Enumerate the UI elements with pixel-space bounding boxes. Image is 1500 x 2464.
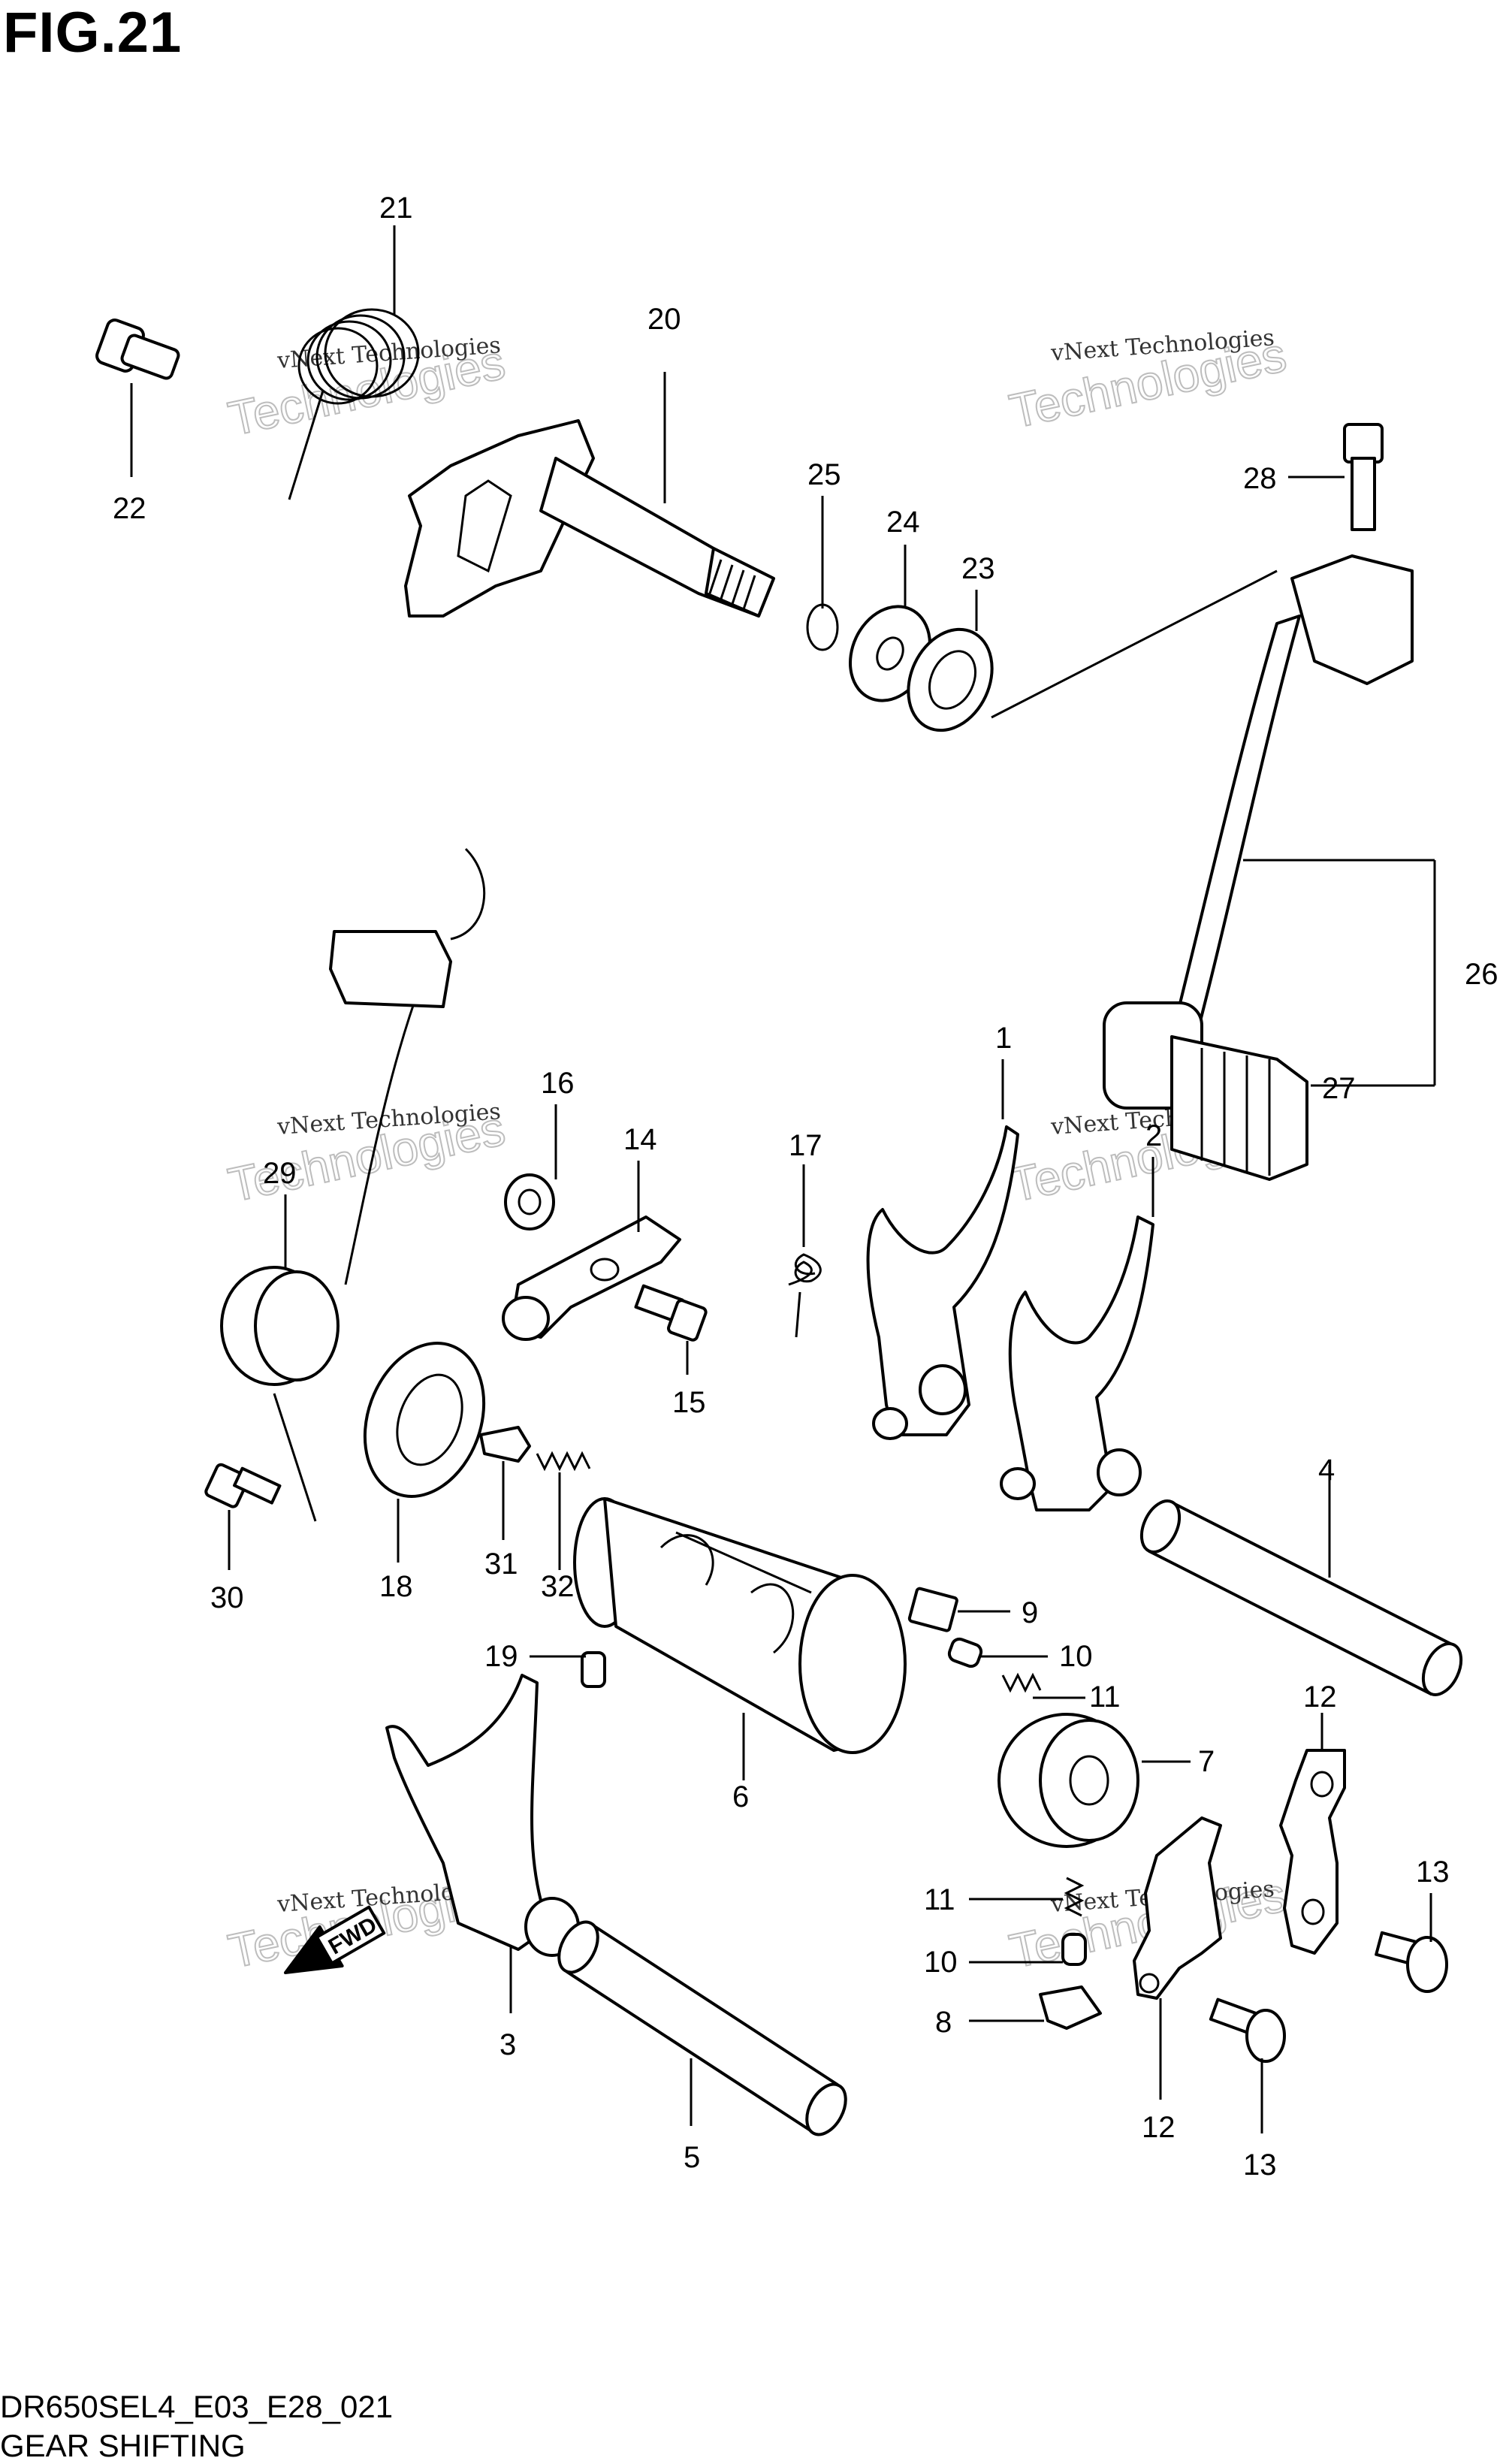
callout-13: 13: [1243, 2148, 1277, 2182]
callout-8: 8: [935, 2006, 952, 2039]
part-11-spring: [1001, 1672, 1042, 1693]
callout-11-lower: 11: [924, 1883, 955, 1916]
callout-numbers: 21 22 20 25 24 23 28 26 27 1 2 16 14 17 …: [113, 192, 1498, 2182]
part-22-drawing: [404, 419, 775, 618]
callout-6: 6: [732, 1780, 749, 1813]
leader-lines: [130, 225, 1432, 2133]
part-10-pin: [947, 1637, 983, 1668]
callout-3: 3: [499, 2028, 516, 2061]
part-11-lower-spring: [1064, 1877, 1085, 1917]
part-15-drawing: [1375, 1931, 1448, 1993]
callout-7: 7: [1198, 1745, 1215, 1778]
part-20-drawing: [363, 1342, 486, 1498]
figure-title: FIG.21: [3, 1, 183, 65]
part-1-fork: [866, 1125, 1019, 1440]
part-12-drawing: [1133, 1816, 1222, 2000]
callout-21: 19: [484, 1640, 518, 1673]
callout-14: 12: [1303, 1680, 1337, 1714]
part-25-seal: [907, 627, 994, 732]
callout-10-lower: 10: [924, 1946, 958, 1979]
callout-18: 16: [541, 1067, 575, 1100]
callout-27: 25: [807, 458, 841, 491]
callout-4: 4: [1318, 1454, 1335, 1487]
callout-19: 17: [789, 1129, 822, 1162]
callout-10: 10: [1059, 1640, 1093, 1673]
model-code: DR650SEL4_E03_E28_021: [0, 2389, 394, 2424]
callout-5: 5: [684, 2141, 700, 2174]
part-14-drawing: [1279, 1749, 1346, 1955]
callout-26: 24: [886, 506, 920, 539]
callout-24: 22: [113, 492, 146, 525]
part-5-shaft: [557, 1920, 847, 2136]
callout-12: 12: [1142, 2111, 1176, 2144]
part-29-drawing: [1170, 1035, 1308, 1181]
part-6-drawing: [573, 1497, 907, 1754]
callout-2: 2: [1145, 1119, 1162, 1152]
part-33-pin: [479, 1426, 531, 1463]
part-9-pin: [907, 1587, 958, 1632]
callout-31: 29: [263, 1157, 297, 1190]
callout-11: 11: [1089, 1680, 1121, 1714]
callout-30: 28: [1243, 462, 1277, 495]
callout-22: 20: [647, 303, 681, 336]
part-16-drawing: [502, 1215, 681, 1341]
callout-9: 9: [1022, 1596, 1038, 1629]
part-21-pin: [581, 1651, 606, 1688]
callout-15: 13: [1416, 1856, 1450, 1889]
part-32-drawing: [204, 1463, 282, 1508]
callout-34: 32: [541, 1570, 575, 1603]
callout-1: 1: [995, 1022, 1012, 1055]
part-18-washer: [504, 1173, 555, 1230]
callout-16: 14: [623, 1123, 657, 1156]
callout-20: 18: [379, 1570, 413, 1603]
part-31-drawing: [220, 847, 486, 1522]
part-7-drawing: [997, 1713, 1139, 1848]
callout-23: 21: [379, 192, 413, 225]
part-4-shaft: [1139, 1499, 1463, 1696]
part-19-spring: [788, 1253, 822, 1338]
part-28-drawing: [1103, 554, 1414, 1110]
callout-33: 31: [484, 1548, 518, 1581]
part-13-drawing: [1209, 1997, 1286, 2063]
leader-25-assembly: [991, 569, 1278, 719]
section-name: GEAR SHIFTING: [0, 2428, 246, 2463]
callout-25: 23: [961, 552, 995, 585]
part-2-fork: [1000, 1215, 1154, 1511]
part-17-drawing: [634, 1284, 708, 1342]
part-23-drawing: [288, 308, 420, 500]
callout-28: 26: [1465, 958, 1498, 991]
part-27-circlip: [806, 603, 839, 651]
part-8-drawing: [1039, 1985, 1102, 2030]
part-10-lower-pin: [1061, 1933, 1087, 1966]
callout-32: 30: [210, 1581, 244, 1614]
part-24-drawing: [95, 319, 180, 380]
part-34-spring: [536, 1451, 591, 1472]
part-30-drawing: [1343, 423, 1384, 531]
callout-17: 15: [672, 1386, 706, 1419]
callout-29: 27: [1322, 1072, 1356, 1105]
